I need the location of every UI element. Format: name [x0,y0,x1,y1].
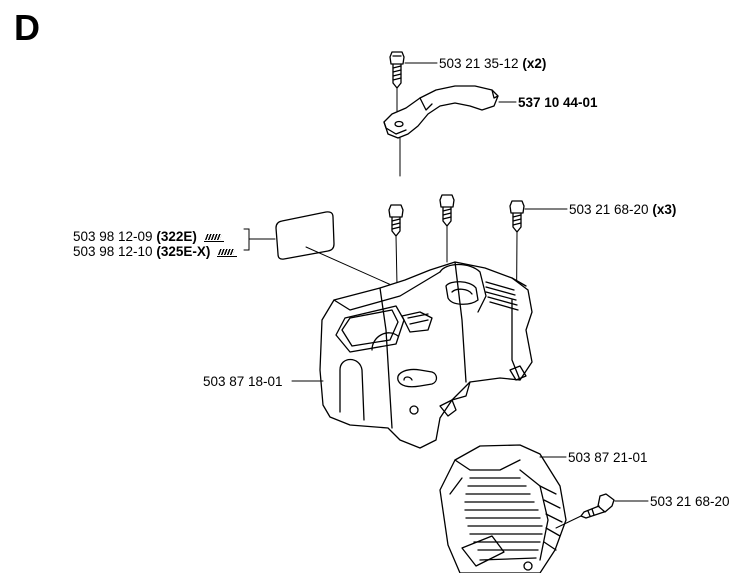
callout-decal-325ex: 503 98 12-10 (325E-X) [73,244,238,259]
part-number: 503 21 68-20 [569,202,649,217]
model-variant: (322E) [156,229,197,244]
cylinder-cover [319,261,533,449]
callout-top-plate: 537 10 44-01 [518,96,598,110]
screw-air-guide [555,493,615,529]
top-plate-cover [383,85,499,177]
screw-cover-middle [439,194,455,263]
leader-lines [243,62,649,502]
part-number: 503 98 12-09 [73,229,153,244]
model-variant: (325E-X) [156,244,211,259]
part-number: 503 87 18-01 [203,374,283,389]
fuel-can-icon [217,248,238,257]
callout-screw-air-guide: 503 21 68-20 [650,495,730,509]
part-number: 503 21 35-12 [439,56,519,71]
callout-decal-322e: 503 98 12-09 (322E) [73,230,224,244]
callout-screws-cover: 503 21 68-20 (x3) [569,203,676,217]
callout-cylinder-cover: 503 87 18-01 [203,375,283,389]
fuel-can-icon [203,233,224,242]
air-guide-housing [439,444,567,573]
callout-screw-top: 503 21 35-12 (x2) [439,57,546,71]
part-number: 503 21 68-20 [650,494,730,509]
section-letter: D [14,7,40,48]
part-number: 503 87 21-01 [568,450,648,465]
quantity: (x2) [522,56,547,71]
screw-top-cover [389,51,405,101]
part-number: 503 98 12-10 [73,244,153,259]
callout-air-guide: 503 87 21-01 [568,451,648,465]
screw-cover-left [388,204,404,286]
quantity: (x3) [652,202,677,217]
decal-sticker [275,211,399,289]
part-number: 537 10 44-01 [518,95,598,110]
